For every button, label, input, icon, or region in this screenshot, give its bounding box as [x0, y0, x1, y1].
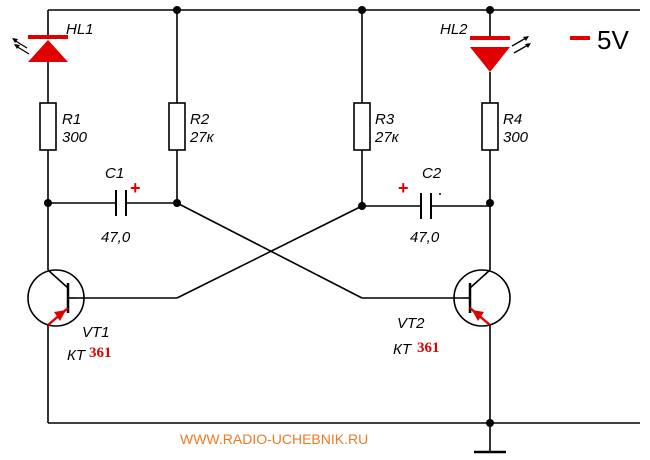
led-hl2: HL2	[440, 21, 531, 72]
r4-value: 300	[503, 129, 529, 146]
cross-coupling-wires	[77, 202, 462, 299]
c1-name: C1	[105, 165, 124, 182]
r3-name: R3	[375, 111, 395, 128]
junction-dot	[358, 6, 366, 14]
website-footer: WWW.RADIO-UCHEBNIK.RU	[180, 431, 368, 447]
capacitor-c1: C1 + 47,0	[48, 165, 177, 246]
emitter-arrow-icon	[54, 310, 66, 321]
junction-dot	[486, 6, 494, 14]
vt2-part: 361	[417, 340, 440, 356]
led-hl1: HL1	[12, 21, 94, 62]
r3-value: 27к	[374, 129, 400, 146]
base-resistor-wires	[176, 10, 363, 206]
supply-indicator	[570, 36, 590, 40]
resistor-r1: R1 300	[39, 102, 88, 151]
r4-name: R4	[503, 111, 522, 128]
vt1-prefix: КТ	[67, 347, 87, 364]
led-hl2-label: HL2	[440, 21, 468, 38]
c2-value: 47,0	[410, 229, 440, 246]
junction-dot	[486, 199, 494, 207]
resistor-r4: R4 300	[481, 102, 529, 151]
capacitor-c2: C2 + 47,0	[362, 165, 490, 246]
led-hl2-body	[470, 47, 510, 72]
c1-value: 47,0	[101, 229, 131, 246]
led-hl2-bar	[470, 36, 510, 40]
light-rays-icon	[511, 36, 531, 54]
supply-voltage-label: 5V	[597, 25, 629, 55]
vt2-name: VT2	[397, 315, 425, 332]
led-hl1-body	[28, 40, 68, 62]
transistor-vt2: VT2 КТ 361	[393, 269, 511, 358]
c1-polarity: +	[130, 178, 141, 198]
c2-polarity: +	[398, 178, 409, 198]
junction-dot	[173, 6, 181, 14]
resistor-r3: R3 27к	[353, 102, 400, 151]
transistor-vt1: VT1 КТ 361	[27, 269, 112, 364]
c2-dot	[439, 193, 441, 195]
r1-value: 300	[62, 129, 88, 146]
r2-value: 27к	[189, 129, 215, 146]
ground-rail	[48, 422, 640, 454]
emitter-arrow-icon	[472, 310, 484, 321]
vt1-part: 361	[89, 345, 112, 361]
light-rays-icon	[12, 38, 30, 55]
led-hl1-label: HL1	[66, 21, 94, 38]
junction-dot	[486, 419, 494, 427]
r1-name: R1	[62, 111, 81, 128]
resistor-r2: R2 27к	[168, 102, 215, 151]
vt1-name: VT1	[82, 324, 110, 341]
c2-name: C2	[422, 165, 442, 182]
r2-name: R2	[190, 111, 210, 128]
led-hl1-bar	[28, 35, 68, 39]
junction-dots	[44, 6, 494, 427]
supply-rail: 5V	[48, 9, 640, 55]
vt2-prefix: КТ	[393, 341, 413, 358]
